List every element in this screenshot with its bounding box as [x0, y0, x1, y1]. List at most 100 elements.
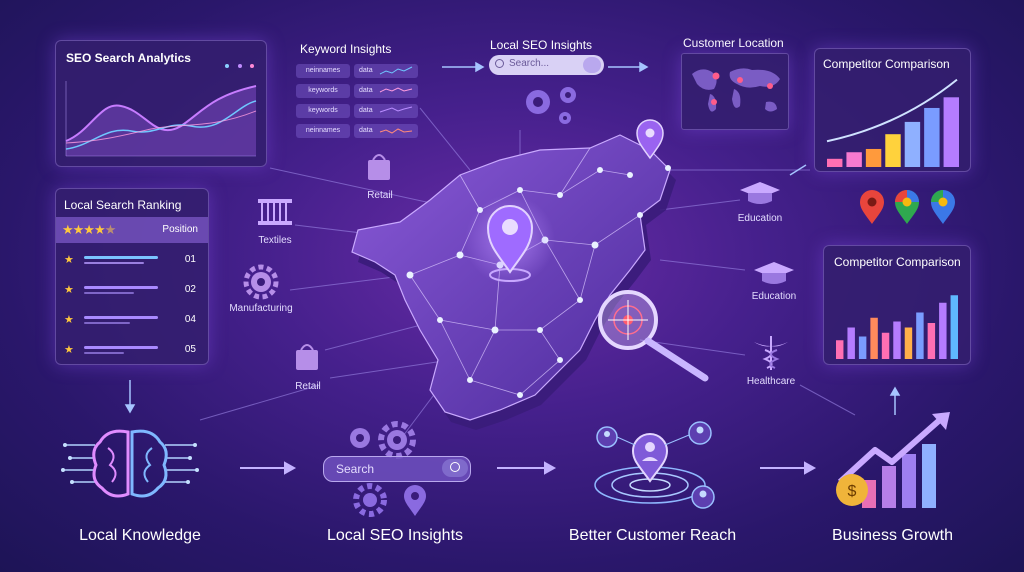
retail-top-label: Retail — [367, 190, 393, 201]
local-search-ranking-panel: Local Search Ranking ★★★★★ Position ★ 01… — [55, 188, 209, 365]
caduceus-icon — [754, 336, 788, 370]
gear-and-pin-icons — [353, 483, 426, 517]
chart-bar — [950, 295, 958, 359]
keyword-data: data — [354, 104, 418, 118]
multicolor-pin-icon — [895, 190, 919, 224]
position-label: Position — [162, 224, 198, 235]
ranking-title: Local Search Ranking — [64, 198, 182, 212]
keyword-sparklines — [379, 66, 413, 134]
textiles-node: Textiles — [250, 195, 300, 247]
gear-icon — [243, 264, 279, 300]
chart-bar — [924, 107, 940, 167]
ranking-bar-sub — [84, 352, 124, 354]
trend-line — [826, 78, 958, 143]
chart-bar — [827, 158, 843, 167]
business-growth-label: Business Growth — [832, 527, 953, 544]
ranking-position: 04 — [184, 314, 196, 325]
region-map — [351, 119, 709, 430]
chart-bar — [893, 321, 901, 359]
star-icon: ★ — [64, 314, 74, 326]
flow-search-placeholder: Search — [336, 462, 375, 476]
top-search-input[interactable]: Search... — [489, 55, 604, 75]
manufacturing-node: Manufacturing — [225, 262, 297, 317]
retail-top-node: Retail — [355, 150, 405, 201]
star-icon: ★ — [64, 284, 74, 296]
retail-bottom-label: Retail — [295, 381, 321, 392]
local-seo-insights-label: Local SEO Insights — [326, 527, 464, 544]
keyword-row: neinnames data — [296, 124, 420, 139]
ranking-bar — [84, 286, 158, 289]
brain-circuit-icon — [61, 429, 199, 498]
competitor-top-panel: Competitor Comparison — [814, 48, 971, 172]
flow-search-input[interactable]: Search — [323, 456, 471, 482]
customer-location-map — [681, 53, 789, 130]
chart-bar — [870, 317, 878, 359]
ranking-bar-sub — [84, 262, 144, 264]
ranking-row: ★ 04 — [56, 313, 206, 333]
chart-bar — [858, 336, 867, 359]
chart-bar — [881, 332, 890, 359]
chart-bar — [904, 327, 913, 359]
red-pin-icon — [860, 190, 884, 224]
keyword-label: neinnames — [296, 64, 350, 78]
ranking-bar — [84, 256, 158, 259]
top-search-placeholder: Search... — [509, 58, 550, 69]
keyword-label: keywords — [296, 104, 350, 118]
ranking-bar — [84, 346, 158, 349]
education-bottom-label: Education — [751, 291, 797, 302]
map-pins-row — [860, 190, 955, 224]
keyword-label: keywords — [296, 84, 350, 98]
education-top-label: Education — [737, 213, 783, 224]
ranking-position: 02 — [184, 284, 196, 295]
chart-bar — [885, 134, 901, 167]
manufacturing-label: Manufacturing — [229, 303, 293, 314]
healthcare-node: Healthcare — [740, 332, 802, 390]
competitor-bottom-chart — [836, 295, 958, 359]
keyword-row: keywords data — [296, 104, 420, 119]
loom-icon — [258, 199, 292, 225]
ranking-row: ★ 05 — [56, 343, 206, 363]
competitor-bottom-panel: Competitor Comparison — [823, 245, 971, 365]
search-button[interactable] — [442, 459, 468, 477]
keyword-label: neinnames — [296, 124, 350, 138]
education-bottom-node: Education — [744, 258, 804, 306]
dollar-sign-icon: $ — [848, 483, 857, 500]
keyword-data: data — [354, 124, 418, 138]
seo-analytics-title: SEO Search Analytics — [66, 51, 191, 65]
star-icon: ★ — [64, 254, 74, 266]
shopping-bag-icon — [296, 344, 318, 370]
shopping-bag-icon — [368, 154, 390, 180]
search-button[interactable] — [583, 57, 601, 73]
keyword-row: keywords data — [296, 84, 420, 99]
ranking-bar-sub — [84, 292, 134, 294]
ranking-bar-sub — [84, 322, 130, 324]
search-icon — [495, 59, 504, 68]
chart-bar — [939, 302, 947, 359]
competitor-top-title: Competitor Comparison — [823, 57, 950, 71]
healthcare-label: Healthcare — [746, 376, 796, 387]
retail-bottom-node: Retail — [283, 340, 333, 395]
ranking-header: ★★★★★ Position — [56, 217, 208, 243]
chart-bar — [847, 327, 855, 359]
keyword-insights-title: Keyword Insights — [300, 42, 392, 56]
window-dots — [221, 55, 254, 73]
ranking-row: ★ 01 — [56, 253, 206, 273]
keyword-insights-panel: Keyword Insights neinnames data keywords… — [296, 42, 426, 142]
customer-reach-icon — [594, 421, 715, 509]
blue-pin-icon — [931, 190, 955, 224]
ranking-bar — [84, 316, 158, 319]
graduation-cap-icon — [740, 182, 780, 204]
textiles-label: Textiles — [258, 235, 292, 246]
gears-icon — [350, 421, 416, 459]
chart-bar — [904, 121, 921, 167]
ranking-position: 05 — [184, 344, 196, 355]
search-icon — [450, 462, 460, 472]
world-map-graphic — [692, 68, 780, 112]
chart-bar — [846, 152, 862, 167]
education-top-node: Education — [730, 178, 790, 226]
ranking-position: 01 — [184, 254, 196, 265]
customer-location-title: Customer Location — [683, 36, 784, 50]
better-customer-reach-label: Better Customer Reach — [568, 527, 737, 544]
